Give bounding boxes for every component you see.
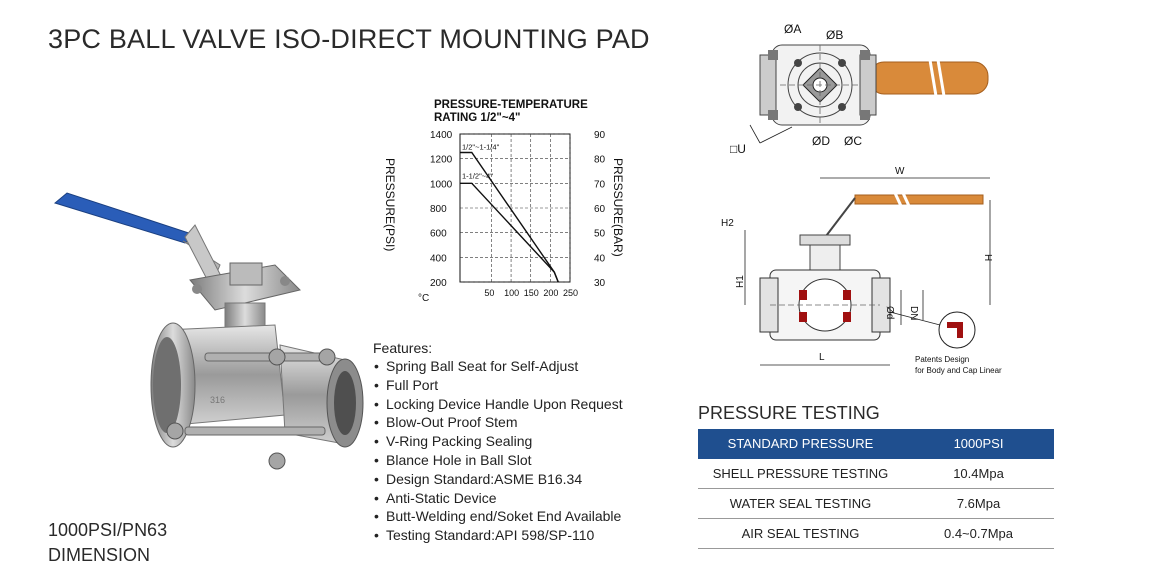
x-tick-label: 200 xyxy=(543,288,558,298)
y-tick-label-right: 90 xyxy=(594,130,606,141)
dim-h2-label: H2 xyxy=(721,218,734,229)
x-axis-label: °C xyxy=(418,293,429,304)
y-tick-label-right: 60 xyxy=(594,204,606,215)
table-row: STANDARD PRESSURE 1000PSI xyxy=(698,429,1054,459)
dim-u-label: □U xyxy=(730,142,746,156)
dim-h1-label: H1 xyxy=(735,275,746,288)
features-title: Features: xyxy=(373,340,433,356)
x-tick-label: 100 xyxy=(504,288,519,298)
pressure-testing-table: STANDARD PRESSURE 1000PSI SHELL PRESSURE… xyxy=(698,429,1054,549)
dim-od-label: Ød xyxy=(884,306,895,319)
test-label: STANDARD PRESSURE xyxy=(698,429,903,459)
y-tick-label: 1200 xyxy=(430,155,453,166)
test-value: 10.4Mpa xyxy=(903,458,1054,489)
y-axis-label: PRESSURE(PSI) xyxy=(383,158,397,251)
chart-series: 1/2"~1-1/4" 1-1/2"~4" xyxy=(460,143,559,283)
feature-item: Blow-Out Proof Stem xyxy=(374,413,623,432)
table-row: SHELL PRESSURE TESTING 10.4Mpa xyxy=(698,458,1054,489)
dim-b-label: ØB xyxy=(826,28,843,42)
page-title: 3PC BALL VALVE ISO-DIRECT MOUNTING PAD xyxy=(48,24,650,54)
table-row: AIR SEAL TESTING 0.4~0.7Mpa xyxy=(698,518,1054,549)
dimension-label: DIMENSION xyxy=(48,545,151,565)
feature-item: Full Port xyxy=(374,376,623,395)
feature-item: Locking Device Handle Upon Request xyxy=(374,395,623,414)
x-tick-label: 250 xyxy=(563,288,578,298)
feature-item: Testing Standard:API 598/SP-110 xyxy=(374,526,623,545)
dim-h-label: H xyxy=(982,254,993,261)
test-label: SHELL PRESSURE TESTING xyxy=(698,458,903,489)
y-tick-label-right: 50 xyxy=(594,229,606,240)
top-view-drawing: ØA ØB ØD ØC □U xyxy=(730,22,989,156)
dim-a-label: ØA xyxy=(784,22,801,36)
side-view-drawing: W H H2 H1 L Ød DN Patents Design for Bod… xyxy=(721,166,1002,375)
y-tick-label-right: 70 xyxy=(594,179,606,190)
patent-line-2: for Body and Cap Linear xyxy=(915,366,1002,375)
test-label: AIR SEAL TESTING xyxy=(698,518,903,549)
feature-item: V-Ring Packing Sealing xyxy=(374,432,623,451)
chart-ticks: 200 30 400 40 600 50 800 60 1000 70 1200 80 1400 90 50… xyxy=(430,130,606,298)
test-value: 1000PSI xyxy=(903,429,1054,459)
features-list: Spring Ball Seat for Self-Adjust Full Po… xyxy=(374,357,623,545)
y-tick-label: 400 xyxy=(430,253,447,264)
feature-item: Butt-Welding end/Soket End Available xyxy=(374,507,623,526)
test-label: WATER SEAL TESTING xyxy=(698,488,903,519)
y-tick-label: 1400 xyxy=(430,130,453,141)
y-tick-label-right: 30 xyxy=(594,278,606,289)
pressure-temperature-chart: 1/2"~1-1/4" 1-1/2"~4" 200 30 400 40 600 50 800 6… xyxy=(383,130,625,304)
x-tick-label: 150 xyxy=(524,288,539,298)
feature-item: Anti-Static Device xyxy=(374,489,623,508)
chart-title: PRESSURE-TEMPERATURE RATING 1/2"~4" xyxy=(434,99,614,125)
series-line xyxy=(460,182,559,283)
svg-text:316: 316 xyxy=(210,395,225,405)
feature-item: Blance Hole in Ball Slot xyxy=(374,451,623,470)
dim-c-label: ØC xyxy=(844,134,862,148)
pressure-rating: 1000PSI/PN63 xyxy=(48,520,168,540)
feature-item: Spring Ball Seat for Self-Adjust xyxy=(374,357,623,376)
x-tick-label: 50 xyxy=(484,288,494,298)
y-tick-label-right: 80 xyxy=(594,155,606,166)
dim-l-label: L xyxy=(819,352,825,363)
test-value: 7.6Mpa xyxy=(903,488,1054,519)
y-tick-label: 600 xyxy=(430,229,447,240)
patent-line-1: Patents Design xyxy=(915,355,969,364)
table-row: WATER SEAL TESTING 7.6Mpa xyxy=(698,488,1054,519)
series-label: 1-1/2"~4" xyxy=(462,171,493,180)
y-axis-label-right: PRESSURE(BAR) xyxy=(611,158,625,257)
y-tick-label-right: 40 xyxy=(594,253,606,264)
y-tick-label: 1000 xyxy=(430,179,453,190)
chart-title-line1: PRESSURE-TEMPERATURE RATING 1/2"~4" xyxy=(434,99,588,124)
y-tick-label: 800 xyxy=(430,204,447,215)
dim-d-label: ØD xyxy=(812,134,830,148)
valve-photo: 316 xyxy=(53,192,364,470)
dim-dn-label: DN xyxy=(908,306,919,320)
dim-w-label: W xyxy=(895,166,905,177)
pressure-testing-title: PRESSURE TESTING xyxy=(698,403,880,423)
chart-grid xyxy=(459,133,571,283)
feature-item: Design Standard:ASME B16.34 xyxy=(374,470,623,489)
test-value: 0.4~0.7Mpa xyxy=(903,518,1054,549)
y-tick-label: 200 xyxy=(430,278,447,289)
series-label: 1/2"~1-1/4" xyxy=(462,143,500,152)
